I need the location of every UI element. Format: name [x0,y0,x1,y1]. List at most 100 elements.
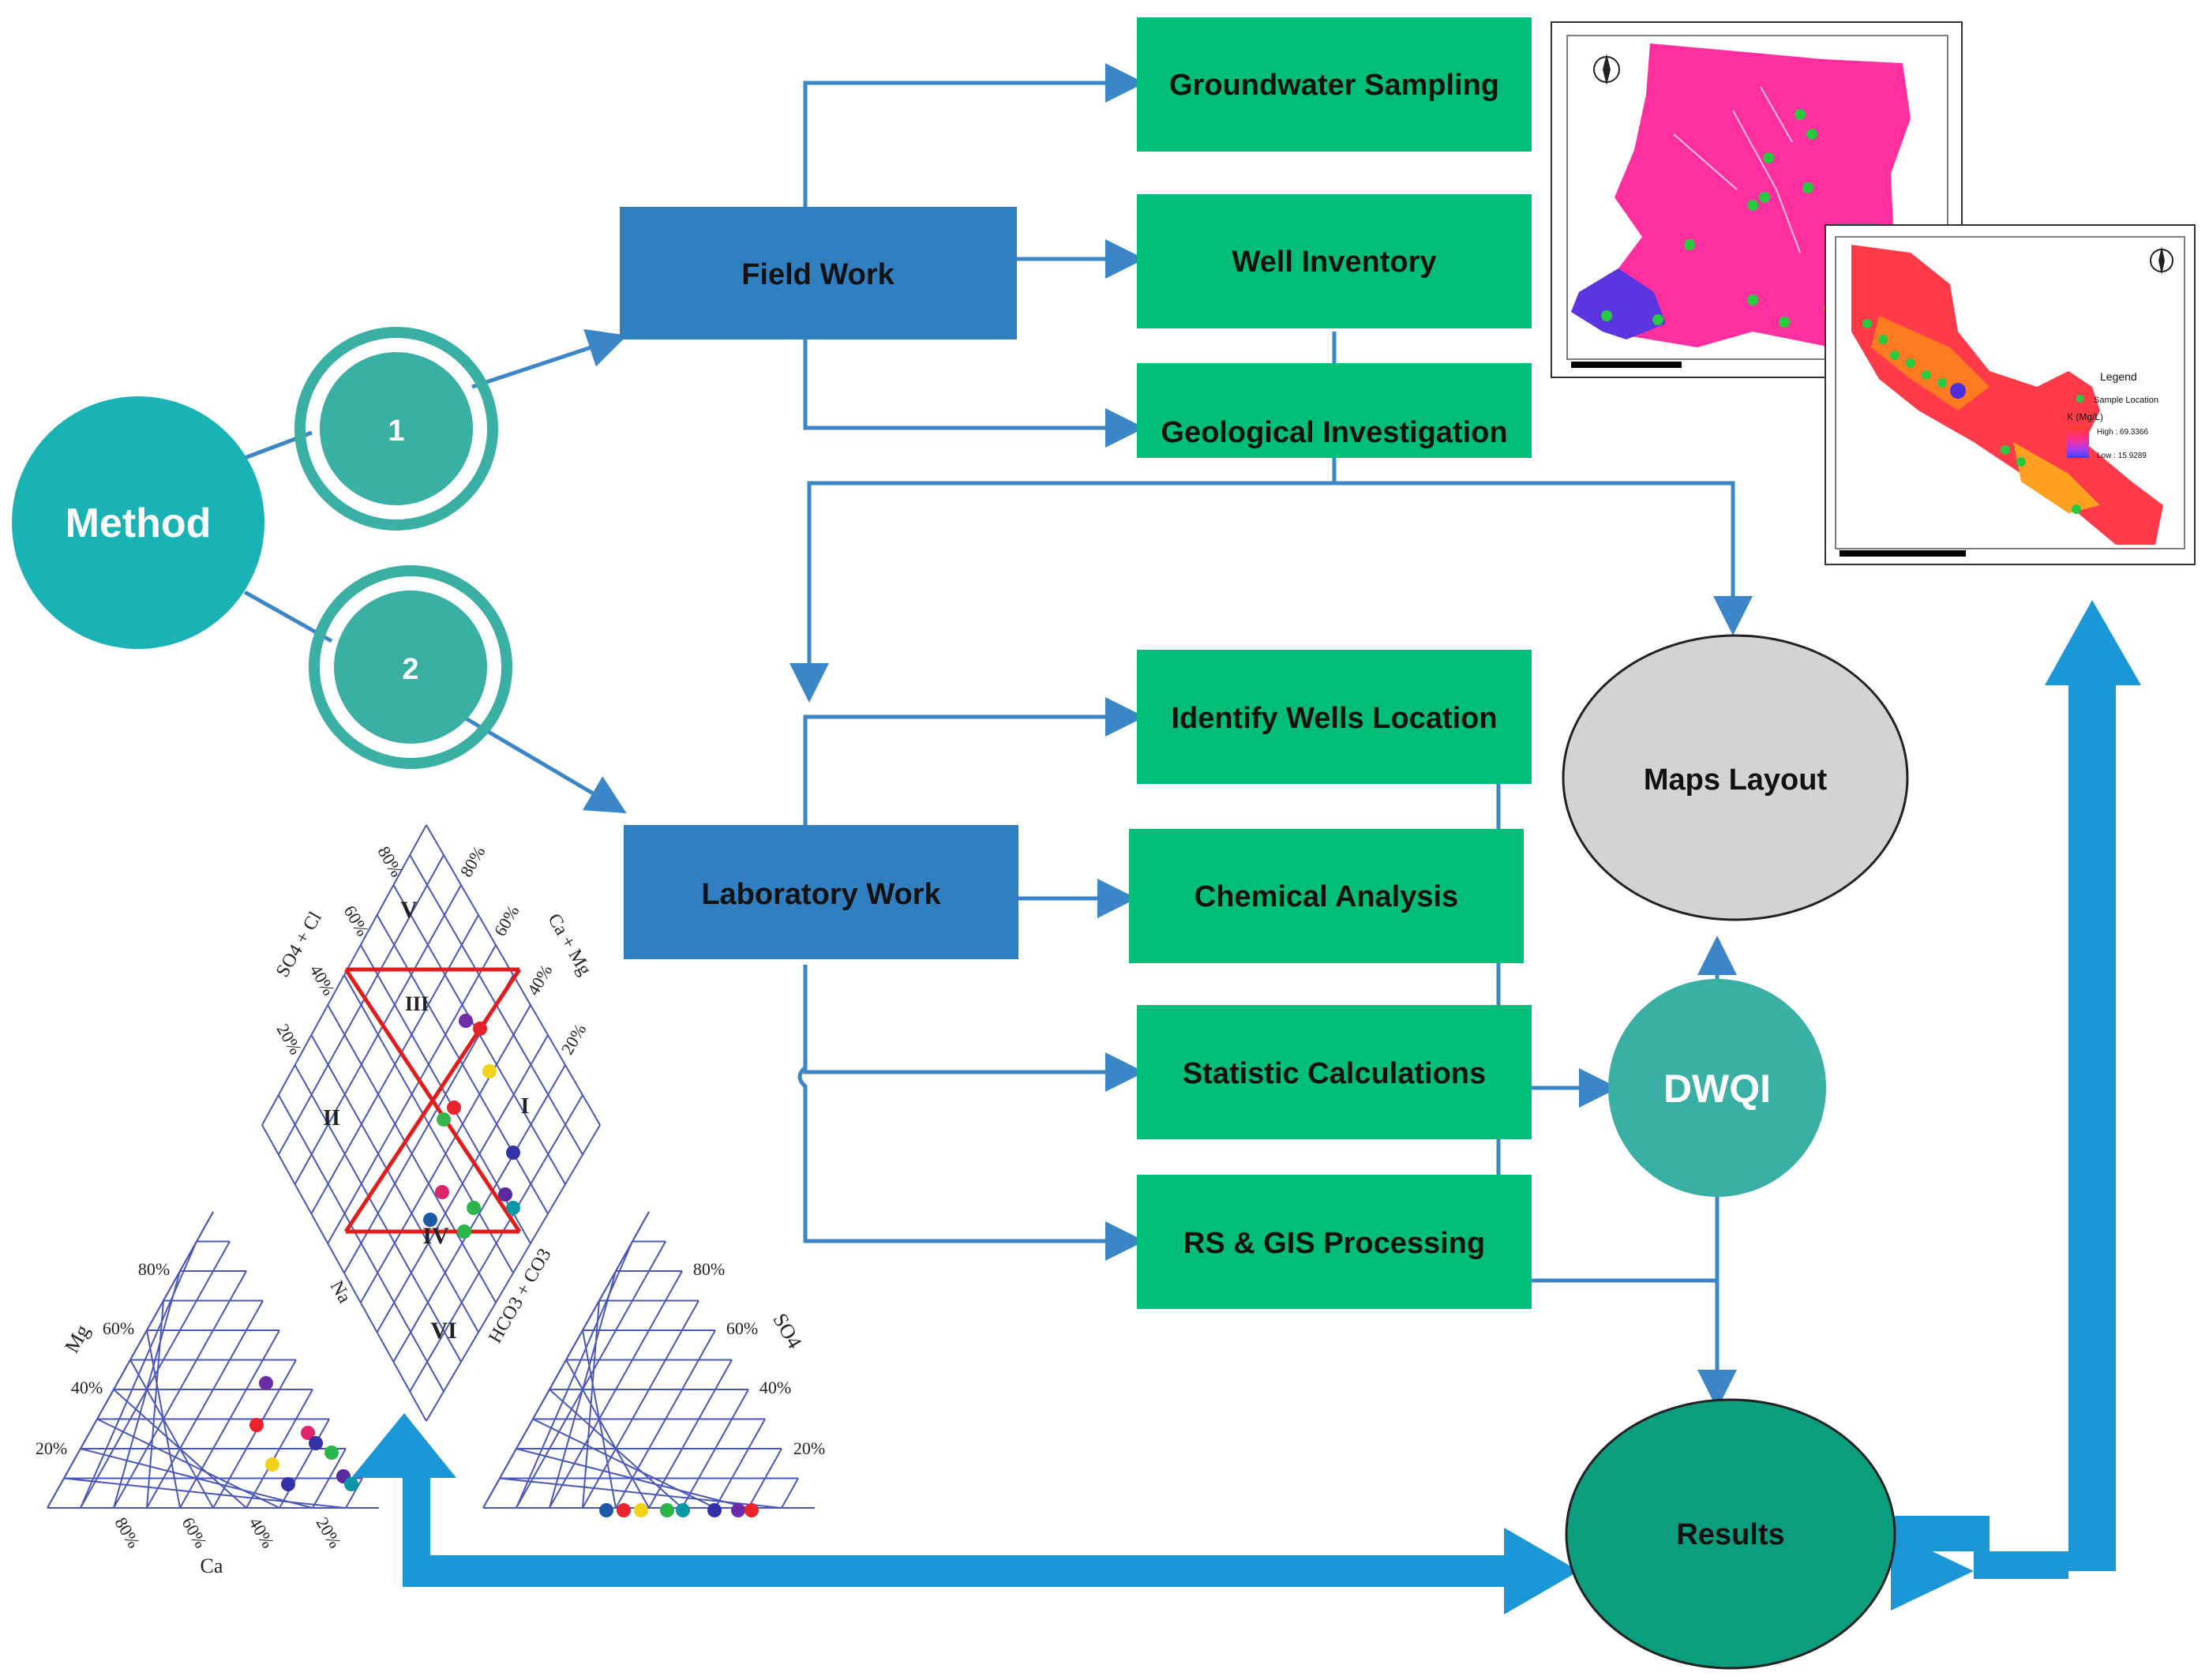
svg-text:60%: 60% [103,1318,134,1338]
piper-sample-point [660,1503,674,1517]
piper-grid-line [532,1418,716,1509]
piper-grid-line [294,1064,462,1363]
piper-sample-point [435,1185,449,1199]
arrow-bottom-shaft [403,1543,1504,1587]
piper-grid-line [392,1064,566,1363]
piper-grid-line [565,1359,650,1509]
branch-one: 1 [294,327,498,531]
svg-text:Legend: Legend [2100,370,2137,383]
piper-sample-point [309,1436,323,1450]
svg-text:Well Inventory: Well Inventory [1232,246,1436,279]
piper-sample-point [423,1213,437,1227]
well-inventory-box: Well Inventory [1137,194,1532,328]
svg-text:80%: 80% [111,1514,144,1551]
connectors [243,63,1753,1409]
svg-text:Groundwater Sampling: Groundwater Sampling [1169,69,1499,102]
piper-sample-point [437,1112,451,1127]
groundwater-sampling-box: Groundwater Sampling [1137,17,1532,152]
svg-text:Results: Results [1676,1518,1784,1551]
svg-text:RS & GIS Processing: RS & GIS Processing [1183,1227,1485,1260]
piper-grid-line [312,1448,347,1509]
piper-sample-point [473,1022,487,1036]
svg-text:40%: 40% [759,1378,791,1397]
svg-text:60%: 60% [490,902,523,939]
svg-text:80%: 80% [693,1259,725,1279]
svg-text:Identify Wells Location: Identify Wells Location [1171,702,1497,735]
piper-grid-line [359,1004,531,1303]
arrow-up-map [2045,600,2141,1571]
piper-grid-line [80,1448,313,1509]
piper-grid-line [648,1359,733,1509]
zone-ii: II [323,1106,340,1131]
piper-sample-point [498,1187,512,1202]
svg-text:Sample Location: Sample Location [2094,396,2158,405]
svg-text:Field Work: Field Work [741,258,894,291]
svg-text:K (Mg/L): K (Mg/L) [2067,411,2103,422]
identify-wells-box: Identify Wells Location [1137,650,1532,784]
piper-grid-line [499,1477,782,1509]
piper-sample-point [265,1457,279,1472]
piper-grid-line [129,1359,214,1509]
piper-sample-point [249,1418,264,1432]
dwqi-circle: DWQI [1608,979,1826,1197]
laboratory-work-box: Laboratory Work [624,825,1018,959]
svg-text:20%: 20% [273,1021,306,1058]
svg-text:20%: 20% [36,1438,67,1458]
svg-text:20%: 20% [793,1438,825,1458]
statistic-calculations-box: Statistic Calculations [1137,1005,1532,1139]
piper-grid-line [113,1389,247,1509]
piper-grid-line [582,1300,699,1509]
piper-sample-point [447,1101,461,1115]
compass-icon [1593,54,1620,85]
maps-layout-ellipse: Maps Layout [1562,634,1909,921]
map-two: Legend Sample Location K (Mg/L) High : 6… [1825,224,2196,565]
rs-gis-processing-box: RS & GIS Processing [1137,1175,1532,1309]
svg-text:Chemical Analysis: Chemical Analysis [1195,880,1458,913]
piper-grid-line [516,1448,749,1509]
svg-text:40%: 40% [523,962,557,999]
piper-grid-line [246,1389,313,1509]
piper-grid-line [409,1094,583,1393]
piper-sample-point [467,1201,481,1215]
piper-sample-point [259,1376,273,1390]
svg-text:1: 1 [388,414,404,448]
piper-grid-line [345,1478,363,1509]
piper-sample-point [301,1426,315,1440]
zone-i: I [521,1094,530,1119]
svg-text:20%: 20% [313,1514,346,1551]
arrow-left-results [1895,1516,1990,1551]
svg-text:Geological Investigation: Geological Investigation [1161,416,1507,449]
geological-investigation-box: Geological Investigation [1137,363,1532,458]
arrow-up-piper [351,1413,456,1543]
compass-icon-2 [2150,246,2173,275]
piper-sample-point [617,1503,631,1517]
piper-sample-point [634,1503,648,1517]
svg-text:20%: 20% [557,1021,591,1058]
piper-grid-line [146,1300,264,1509]
zone-iii: III [405,992,429,1015]
method-label: Method [66,501,212,546]
piper-sample-point [731,1503,745,1517]
piper-grid-line [376,1034,549,1333]
svg-text:Statistic Calculations: Statistic Calculations [1183,1057,1486,1090]
svg-text:40%: 40% [246,1514,279,1551]
piper-sample-point [482,1064,497,1078]
piper-sample-point [457,1224,471,1239]
field-work-box: Field Work [620,207,1017,339]
results-ellipse: Results [1565,1398,1896,1670]
zone-vi: VI [430,1318,456,1344]
svg-text:DWQI: DWQI [1663,1067,1771,1111]
piper-grid-line [277,1094,444,1392]
piper-sample-point [344,1477,358,1491]
piper-grid-line [63,1477,347,1509]
piper-grid-line [212,1359,297,1509]
piper-grid-line [343,968,522,1233]
piper-grid-line [261,1124,427,1422]
big-arrows [351,600,2141,1614]
piper-sample-point [506,1146,520,1160]
piper-grid-line [310,1034,479,1333]
branch-two: 2 [309,565,512,769]
svg-text:80%: 80% [456,843,489,880]
piper-grid-line [327,1004,497,1303]
